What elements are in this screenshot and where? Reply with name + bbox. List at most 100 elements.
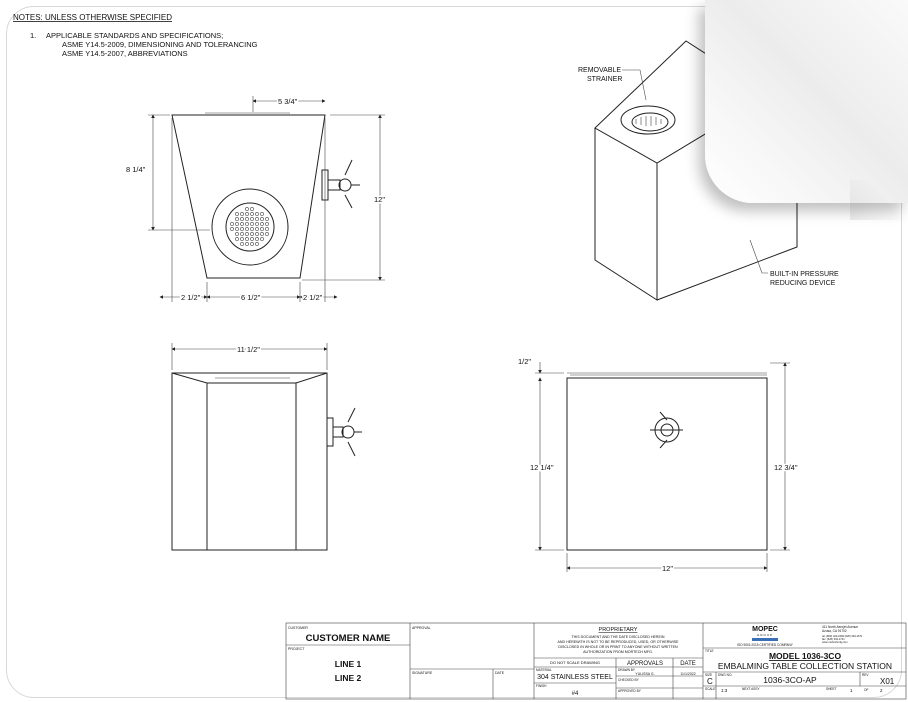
- valve-icon: [321, 159, 360, 209]
- dim-top-lip: 1/2": [518, 357, 531, 366]
- strainer-hole: [265, 222, 269, 226]
- dim-width: 11 1/2": [237, 345, 260, 354]
- strainer-hole: [235, 227, 239, 231]
- svg-text:Azusa, CA 91702: Azusa, CA 91702: [822, 629, 847, 633]
- drawn-date: 11/1/2022: [680, 672, 695, 676]
- strainer-hole: [255, 217, 259, 221]
- top-view: 5 3/4" 8 1/4" 12" 2 1/2" 6 1/2" 2 1/2": [126, 96, 387, 304]
- strainer: [225, 202, 275, 252]
- approved-by-label: APPROVED BY: [618, 689, 642, 693]
- callout-strainer: REMOVABLE: [578, 67, 621, 74]
- drawn-by: YULISSA G.: [635, 672, 654, 676]
- strainer-hole: [245, 237, 249, 241]
- date-label: DATE: [495, 671, 505, 675]
- strainer-hole: [245, 217, 249, 221]
- callout-prv: REDUCING DEVICE: [770, 280, 836, 287]
- strainer-hole: [235, 222, 239, 226]
- note-standard: ASME Y14.5-2007, ABBREVIATIONS: [62, 49, 188, 58]
- proprietary-text: AND HEREWITH IS NOT TO BE REPRODUCED, US…: [558, 640, 680, 644]
- approvals-date-header: DATE: [680, 661, 696, 667]
- strainer-holes: [230, 207, 269, 246]
- side-view: 1/2" 12 1/4" 12 3/4" 12": [518, 357, 799, 575]
- svg-text:tel: (800) 423-2200 (626) 334-: tel: (800) 423-2200 (626) 334-1671: [822, 634, 863, 638]
- dim-bottom-left: 2 1/2": [181, 293, 201, 302]
- strainer-flange: [620, 105, 676, 135]
- strainer-hole: [235, 212, 239, 216]
- strainer-hole: [245, 212, 249, 216]
- strainer-hole: [240, 212, 244, 216]
- title-label: TITLE: [705, 649, 714, 653]
- strainer-hole: [255, 237, 259, 241]
- proprietary-text: AUTHORIZATION FROM MORTECH MFG.: [583, 650, 653, 654]
- drawn-by-label: DRAWN BY: [618, 668, 636, 672]
- dim-bottom-center: 6 1/2": [241, 293, 261, 302]
- strainer-hole: [250, 212, 254, 216]
- svg-text:MOPEC: MOPEC: [752, 626, 778, 633]
- do-not-scale: DO NOT SCALE DRAWING: [550, 660, 600, 665]
- strainer-hole: [265, 217, 269, 221]
- svg-text:411 North Aerojet Avenue: 411 North Aerojet Avenue: [822, 625, 858, 629]
- project-line: LINE 2: [335, 673, 362, 683]
- strainer-hole: [230, 227, 234, 231]
- strainer-hole: [250, 227, 254, 231]
- strainer-hole: [240, 237, 244, 241]
- dim-bottom-right: 2 1/2": [303, 293, 323, 302]
- svg-text:www.mortechmfg.com: www.mortechmfg.com: [822, 640, 848, 644]
- dim-left-height: 12 1/4": [530, 463, 554, 472]
- strainer-hole: [240, 222, 244, 226]
- strainer-hole: [250, 217, 254, 221]
- callout-prv: BUILT-IN PRESSURE: [770, 271, 839, 278]
- strainer-hole: [255, 232, 259, 236]
- callout-strainer: STRAINER: [587, 76, 622, 83]
- scale-label: SCALE: [705, 687, 715, 691]
- strainer-hole: [240, 217, 244, 221]
- rev-label: REV: [862, 673, 869, 677]
- size-label: SIZE: [705, 673, 712, 677]
- strainer-hole: [250, 222, 254, 226]
- strainer-hole: [245, 227, 249, 231]
- svg-text:GROUP: GROUP: [757, 633, 773, 637]
- material-label: MATERIAL: [536, 668, 552, 672]
- strainer-hole: [260, 217, 264, 221]
- model-title: MODEL 1036-3CO: [769, 651, 842, 661]
- strainer-hole: [260, 237, 264, 241]
- size: C: [707, 677, 713, 686]
- sheet-number: 1: [850, 688, 853, 693]
- title-block: CUSTOMER CUSTOMER NAME PROJECT LINE 1 LI…: [285, 622, 907, 700]
- strainer-hole: [260, 232, 264, 236]
- dwg-no-label: DWG NO.: [718, 673, 732, 677]
- strainer-hole: [250, 207, 254, 211]
- strainer-hole: [260, 222, 264, 226]
- strainer-hole: [240, 242, 244, 246]
- signature-label: SIGNATURE: [412, 671, 433, 675]
- strainer-hole: [255, 242, 259, 246]
- valve-icon: [326, 407, 362, 457]
- finish: #4: [572, 691, 579, 697]
- sheet-total: 2: [880, 688, 883, 693]
- dim-top-offset: 5 3/4": [278, 97, 298, 106]
- rev: X01: [880, 677, 895, 686]
- strainer-hole: [250, 237, 254, 241]
- next-assy-label: NEXT ASSY: [742, 687, 761, 691]
- strainer-hole: [235, 232, 239, 236]
- of-label: OF: [864, 688, 868, 692]
- strainer-hole: [245, 222, 249, 226]
- removable-strainer: [631, 112, 669, 132]
- company-address: 411 North Aerojet Avenue Azusa, CA 91702…: [822, 625, 863, 644]
- front-view: 11 1/2": [171, 343, 362, 551]
- proprietary-text: DISCLOSED IN WHOLE OR IN PRINT TO ANYONE…: [558, 645, 678, 649]
- company-logo: MOPEC GROUP ISO 9001:2015 CERTIFIED COMP…: [737, 626, 794, 647]
- material: 304 STAINLESS STEEL: [537, 674, 613, 681]
- proprietary-title: PROPRIETARY: [599, 627, 638, 633]
- approval-label: APPROVAL: [412, 626, 431, 630]
- sheet-label: SHEET: [826, 687, 837, 691]
- svg-text:fax: (626) 334-1721: fax: (626) 334-1721: [822, 637, 845, 641]
- dim-width: 12": [662, 564, 673, 573]
- strainer-hole: [265, 232, 269, 236]
- page-curl: [705, 0, 908, 203]
- notes: NOTES: UNLESS OTHERWISE SPECIFIED 1. APP…: [13, 13, 258, 58]
- note-text: APPLICABLE STANDARDS AND SPECIFICATIONS;: [46, 31, 223, 40]
- approvals-header: APPROVALS: [627, 661, 663, 667]
- dim-left-height: 8 1/4": [126, 165, 146, 174]
- project-label: PROJECT: [288, 647, 305, 651]
